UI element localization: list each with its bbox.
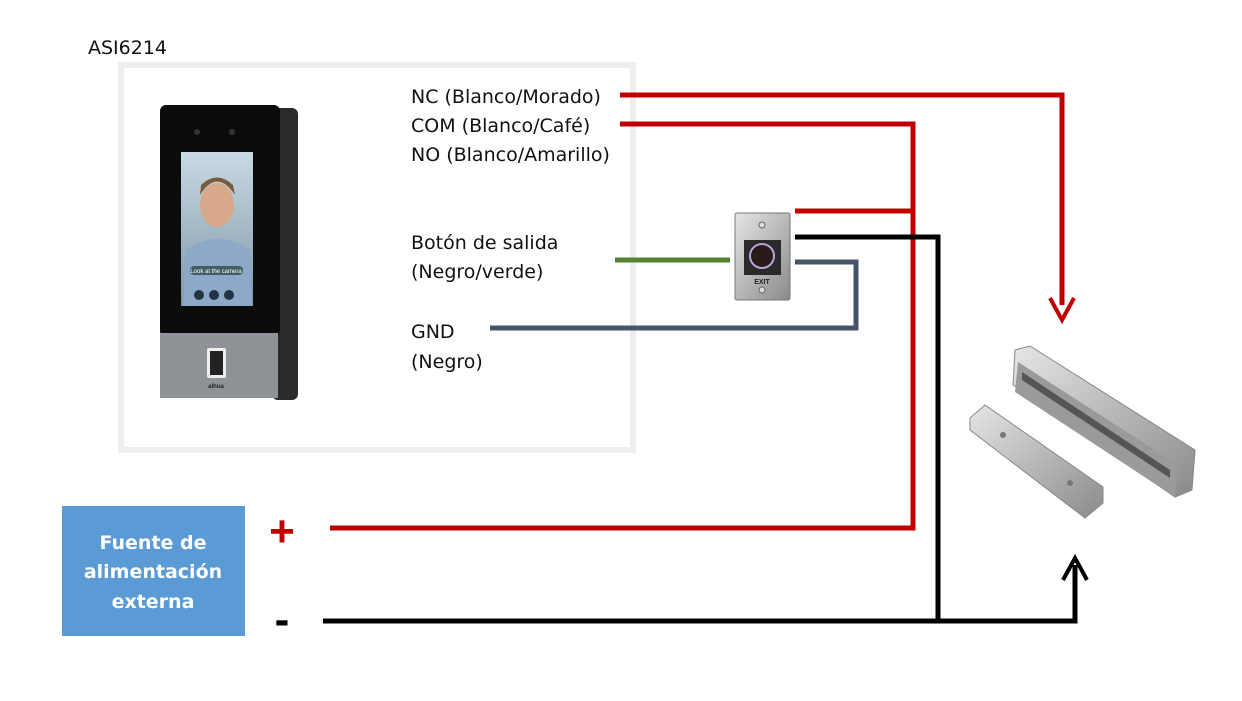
exit-button-device: EXIT <box>734 212 791 301</box>
no-label: NO (Blanco/Amarillo) <box>411 144 610 166</box>
power-supply-box <box>62 506 245 636</box>
exit-button-label: Botón de salida <box>411 232 558 254</box>
com-label: COM (Blanco/Café) <box>411 115 590 137</box>
brand-logo: alhua <box>208 384 224 390</box>
face-recognition-terminal: Look at the camera alhua <box>160 105 298 400</box>
exit-button-black-wire <box>795 234 941 621</box>
power-supply-label-line2: alimentación <box>84 561 222 583</box>
exit-button-color-label: (Negro/verde) <box>411 261 543 283</box>
power-supply-label-line3: externa <box>112 591 195 613</box>
exit-label: EXIT <box>754 279 770 286</box>
arrow-up-icon <box>1061 553 1089 581</box>
com-wire <box>330 121 916 531</box>
arrow-down-icon <box>1048 297 1076 325</box>
positive-terminal-label: + <box>269 507 295 556</box>
gnd-label: GND <box>411 321 455 343</box>
magnetic-lock <box>969 345 1196 519</box>
screen-prompt: Look at the camera <box>190 269 242 275</box>
device-model-label: ASI6214 <box>88 37 167 59</box>
negative-terminal-label: - <box>275 595 290 644</box>
negative-wire <box>323 565 1078 624</box>
gnd-color-label: (Negro) <box>411 351 483 373</box>
nc-label: NC (Blanco/Morado) <box>411 86 601 108</box>
nc-wire <box>620 92 1065 305</box>
power-supply-label-line1: Fuente de <box>99 532 206 554</box>
gnd-wire <box>490 259 859 331</box>
